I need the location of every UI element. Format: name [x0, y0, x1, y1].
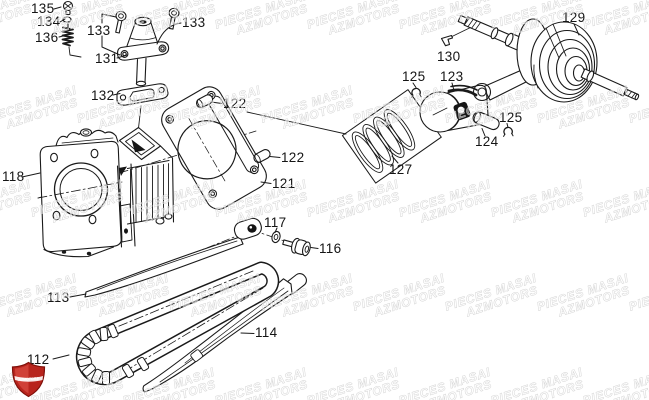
- part-label-131: 131: [95, 51, 118, 66]
- cylinder-bore: [53, 162, 109, 217]
- part-label-122-b: 122: [281, 150, 304, 165]
- watermark-text: PIECES MASAIAZMOTORS: [0, 83, 82, 137]
- bolt-116-illustration: [282, 237, 311, 257]
- part-label-121: 121: [272, 176, 295, 191]
- part-label-118: 118: [2, 169, 24, 184]
- watermark-text: PIECES MASAIAZMOTORS: [627, 271, 649, 325]
- part-label-135: 135: [31, 1, 54, 16]
- part-label-130: 130: [437, 49, 460, 64]
- part-labels: 135 134 136 133 133 131 132 122 122 121 …: [2, 1, 585, 367]
- watermark-text: PIECES MASAIAZMOTORS: [213, 365, 312, 400]
- part-label-125-a: 125: [402, 69, 425, 84]
- watermark-text: PIECES MASAIAZMOTORS: [581, 0, 649, 43]
- part-label-116: 116: [319, 241, 341, 256]
- watermark-text: PIECES MASAIAZMOTORS: [535, 271, 634, 325]
- part-label-129: 129: [562, 10, 585, 25]
- watermark-text: PIECES MASAIAZMOTORS: [581, 365, 649, 400]
- tensioner-cap-illustration: [62, 0, 74, 16]
- cylinder-illustration: [37, 126, 175, 258]
- watermark-text: PIECES MASAIAZMOTORS: [213, 0, 312, 43]
- watermark-text: PIECES MASAIAZMOTORS: [351, 271, 450, 325]
- watermark-text: PIECES MASAIAZMOTORS: [397, 177, 496, 231]
- part-label-132: 132: [91, 88, 114, 103]
- dowel-pin-illustration-a: [195, 94, 214, 109]
- bolt-133-left-illustration: [115, 10, 127, 34]
- circlip-illustration-b: [503, 126, 514, 137]
- part-label-133-a: 133: [87, 23, 110, 38]
- brand-logo-shield: AZMOTORS: [11, 361, 46, 398]
- cylinder-stud: [79, 128, 93, 137]
- tensioner-gasket-illustration: [116, 83, 169, 129]
- watermark-text: PIECES MASAIAZMOTORS: [305, 365, 404, 400]
- tensioner-body-illustration: [116, 16, 170, 87]
- circlip-illustration-a: [411, 87, 422, 98]
- part-label-133-b: 133: [182, 15, 205, 30]
- watermark-text: PIECES MASAIAZMOTORS: [0, 271, 82, 325]
- watermark-text: PIECES MASAIAZMOTORS: [305, 0, 404, 43]
- tensioner-spring-illustration: [61, 23, 82, 58]
- watermark-text: PIECES MASAIAZMOTORS: [259, 83, 358, 137]
- dowel-pin-illustration-b: [253, 149, 271, 163]
- part-label-134: 134: [37, 14, 61, 29]
- part-label-123: 123: [440, 69, 463, 84]
- watermark-text: PIECES MASAIAZMOTORS: [443, 271, 542, 325]
- tensioner-washer-illustration: [62, 16, 72, 23]
- part-label-124: 124: [475, 134, 499, 149]
- watermark-text: PIECES MASAIAZMOTORS: [397, 365, 496, 400]
- watermark-text: PIECES MASAIAZMOTORS: [489, 365, 588, 400]
- chain-guide-114-illustration: [142, 273, 307, 393]
- watermark-text: PIECES MASAIAZMOTORS: [489, 177, 588, 231]
- part-label-117: 117: [264, 215, 286, 230]
- logo-text: AZMOTORS: [17, 377, 39, 383]
- intake-stub: [118, 126, 162, 161]
- part-label-113: 113: [47, 290, 69, 305]
- head-gasket-illustration: [161, 86, 267, 210]
- crank-web-right: [530, 21, 598, 103]
- watermark-text: PIECES MASAIAZMOTORS: [581, 177, 649, 231]
- woodruff-key: [440, 34, 454, 47]
- assembly-line-rings: [246, 111, 347, 135]
- watermark-text: PIECES MASAIAZMOTORS: [305, 177, 404, 231]
- part-label-136: 136: [35, 30, 58, 45]
- washer-117-illustration: [271, 230, 281, 244]
- part-label-127: 127: [389, 162, 412, 177]
- crankshaft-illustration: [440, 14, 640, 103]
- watermark-text: PIECES MASAIAZMOTORS: [0, 177, 36, 231]
- cam-chain-illustration: [75, 261, 280, 386]
- chain-guide-113-illustration: [84, 217, 262, 298]
- part-label-112: 112: [27, 352, 49, 367]
- piston-pin-illustration: [472, 111, 500, 131]
- leader-lines: [21, 6, 580, 360]
- cylinder-bolt-holes: [50, 148, 99, 225]
- part-label-114: 114: [255, 325, 278, 340]
- part-label-122-a: 122: [223, 96, 246, 111]
- part-label-125-b: 125: [499, 110, 522, 125]
